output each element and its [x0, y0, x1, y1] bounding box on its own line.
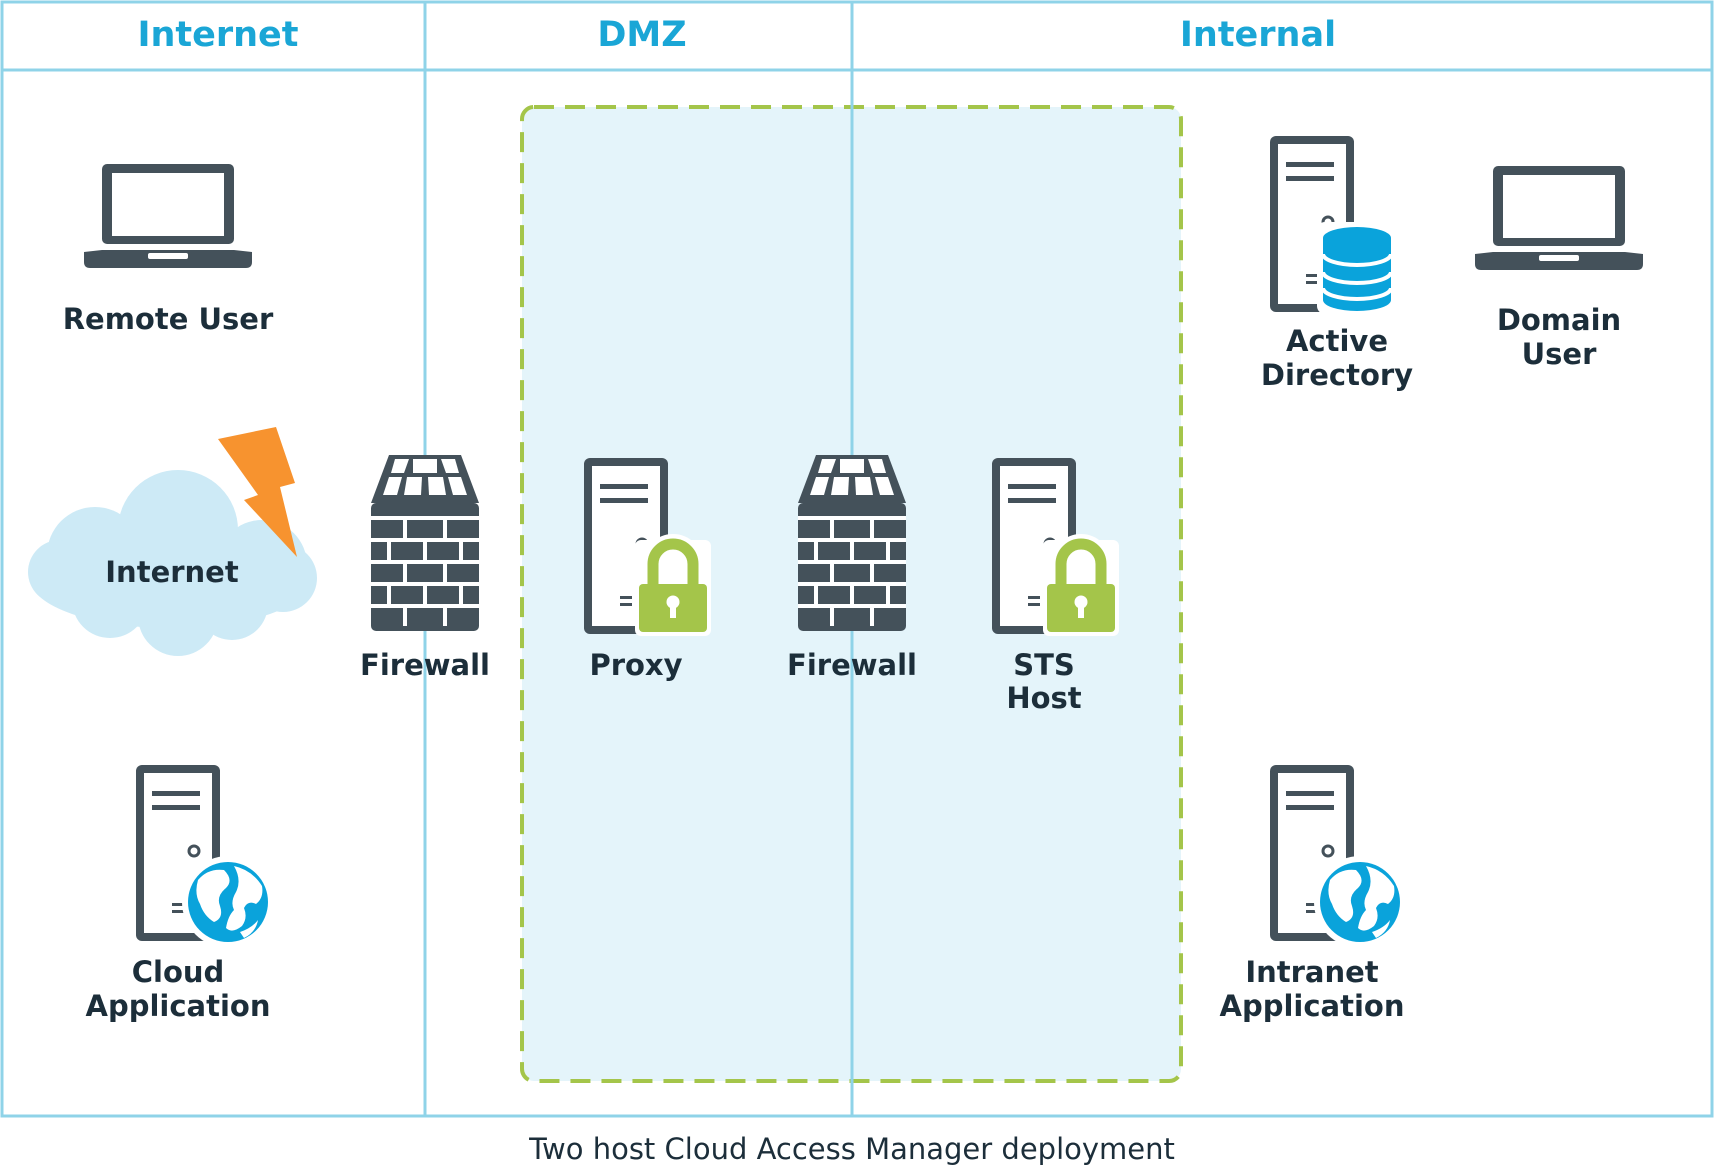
node-label: Cloud [132, 955, 225, 989]
lock-icon [1043, 540, 1119, 636]
node-label: Proxy [589, 648, 682, 682]
node-label: Firewall [360, 648, 490, 682]
node-label: Intranet [1245, 955, 1378, 989]
firewall-icon [798, 455, 906, 631]
node-active-directory: Active Directory [1261, 134, 1413, 392]
node-label: Host [1006, 681, 1081, 715]
node-firewall-1: Firewall [360, 455, 490, 682]
node-label: Directory [1261, 358, 1413, 392]
node-label: STS [1013, 648, 1075, 682]
laptop-icon [84, 164, 252, 268]
node-domain-user: Domain User [1475, 166, 1643, 371]
node-intranet-application: Intranet Application [1220, 763, 1406, 1023]
firewall-icon [371, 455, 479, 631]
node-cloud-application: Cloud Application [86, 763, 274, 1023]
node-proxy: Proxy [582, 456, 711, 682]
lock-icon [635, 540, 711, 636]
node-label: User [1522, 337, 1597, 371]
zone-title-internet: Internet [137, 15, 298, 55]
diagram-caption: Two host Cloud Access Manager deployment [528, 1132, 1175, 1166]
zone-title-internal: Internal [1180, 15, 1336, 55]
node-remote-user: Remote User [63, 164, 274, 336]
globe-icon [1314, 856, 1406, 948]
node-label: Application [86, 989, 271, 1023]
node-sts-host: STS Host [990, 456, 1119, 715]
globe-icon [182, 856, 274, 948]
cloud-icon [28, 470, 317, 656]
lightning-icon [218, 427, 297, 557]
database-icon [1315, 220, 1399, 316]
node-label: Application [1220, 989, 1405, 1023]
node-firewall-2: Firewall [787, 455, 917, 682]
node-label: Active [1286, 324, 1388, 358]
node-label: Firewall [787, 648, 917, 682]
node-label: Remote User [63, 302, 274, 336]
node-label: Internet [105, 555, 239, 589]
node-label: Domain [1497, 303, 1621, 337]
laptop-icon [1475, 166, 1643, 270]
zone-title-dmz: DMZ [597, 15, 686, 55]
node-internet: Internet [28, 427, 317, 656]
